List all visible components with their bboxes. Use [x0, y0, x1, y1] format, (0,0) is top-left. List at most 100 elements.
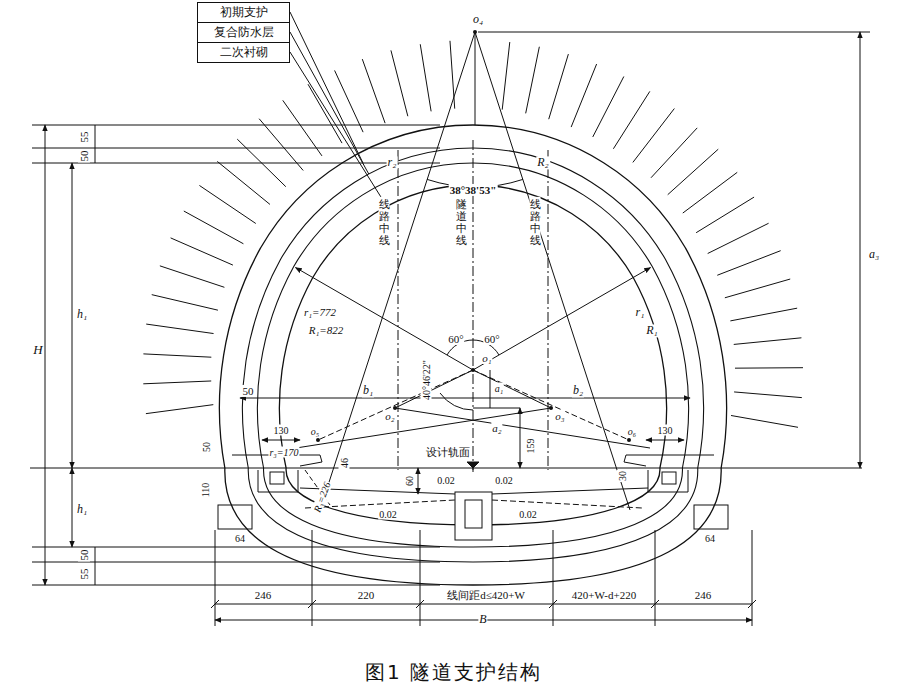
angle-arc — [440, 393, 473, 410]
dimension-label: r₂ — [387, 156, 398, 169]
leader-line — [290, 12, 363, 163]
construction-line — [318, 370, 473, 440]
layer-name: 复合防水层 — [214, 24, 274, 41]
rock-bolt — [308, 84, 342, 143]
dimension-label: B — [478, 613, 487, 626]
rock-bolt — [549, 54, 569, 119]
radius-line — [320, 32, 475, 510]
rock-bolt — [683, 172, 737, 213]
dimension-label: R₁ — [645, 324, 659, 337]
dimension-line — [95, 125, 96, 163]
center-point — [471, 368, 475, 372]
centerline-label: 线路中线 — [530, 197, 541, 247]
footing — [694, 505, 728, 529]
center-point — [316, 438, 320, 442]
construction-line — [473, 408, 520, 409]
rock-bolt — [730, 308, 797, 321]
extension-line — [32, 562, 440, 563]
layer-name: 二次衬砌 — [220, 44, 268, 61]
rock-bolt — [146, 405, 213, 414]
dimension-label: a₁ — [494, 383, 504, 394]
construction-line — [395, 408, 650, 448]
dimension-label: 55 — [78, 131, 90, 144]
waterproof-layer-outline — [242, 148, 703, 562]
dimension-line — [72, 468, 73, 547]
dimension-line — [490, 370, 491, 408]
construction-line — [296, 408, 551, 448]
rock-bolt — [735, 367, 803, 368]
dimension-label: 60 — [404, 475, 415, 487]
dimension-label: 420+W-d+220 — [571, 589, 637, 601]
centerline-label: 线路中线 — [379, 197, 390, 247]
cable-trough — [258, 470, 298, 492]
rail-level-line — [30, 468, 862, 469]
rock-bolt — [633, 109, 674, 163]
dimension-line — [215, 604, 752, 605]
dimension-line — [95, 547, 96, 585]
dimension-label: 40°46'22" — [421, 359, 432, 401]
layer-name-box: 初期支护 — [197, 2, 290, 23]
dimension-label: 159 — [525, 438, 536, 455]
rock-bolt — [362, 59, 385, 123]
construction-line — [473, 370, 629, 440]
center-point — [627, 438, 631, 442]
rock-bolt — [731, 415, 798, 427]
dimension-label: 246 — [694, 589, 713, 601]
walkway — [624, 455, 714, 466]
rock-bolt — [593, 76, 624, 136]
rock-bolt — [335, 70, 364, 132]
dimension-tick — [308, 600, 316, 608]
footing — [218, 505, 252, 529]
leader-line — [290, 52, 381, 198]
rock-bolt — [668, 149, 719, 195]
cable-trough — [662, 472, 676, 484]
dimension-label: 220 — [357, 589, 376, 601]
dimension-label: b₁ — [362, 384, 374, 397]
extension-line — [32, 125, 440, 126]
rock-bolt — [734, 338, 802, 345]
dimension-label: 50 — [201, 441, 212, 453]
rock-bolt — [184, 211, 244, 244]
dimension-label: 线间距d≤420+W — [446, 589, 526, 601]
rock-bolt — [143, 354, 211, 357]
extension-line — [215, 530, 216, 626]
rock-bolt — [526, 47, 540, 114]
dimension-label: 30 — [617, 470, 628, 482]
dimension-label: R₃=226 — [311, 479, 333, 514]
dimension-line — [418, 468, 419, 494]
radius-line — [475, 32, 630, 510]
layer-name-box: 二次衬砌 — [197, 42, 290, 63]
dimension-label: b₂ — [572, 384, 584, 397]
rock-bolt — [420, 44, 431, 111]
extension-line — [312, 530, 313, 626]
dimension-label: 50 — [78, 549, 90, 562]
rock-bolt — [613, 91, 649, 148]
layer-name: 初期支护 — [220, 4, 268, 21]
track-centerline — [398, 150, 399, 470]
dimension-label: 110 — [200, 482, 211, 499]
extension-line — [32, 585, 440, 586]
center-point — [473, 30, 477, 34]
extension-line — [752, 530, 753, 626]
cable-trough — [270, 472, 284, 484]
rock-bolt — [199, 185, 255, 223]
extension-line — [32, 547, 440, 548]
rock-bolt — [717, 251, 780, 276]
dimension-label: h₁ — [76, 308, 88, 321]
extension-line — [32, 148, 440, 149]
dimension-label: 130 — [657, 425, 674, 436]
dimension-label: o₃ — [554, 410, 565, 422]
dimension-line — [45, 125, 46, 585]
cable-trough — [648, 470, 688, 492]
dimension-label: 0.02 — [378, 509, 398, 520]
dimension-label: o₄ — [472, 13, 484, 26]
centerline-label: 隧道中线 — [456, 197, 467, 247]
dimension-label: o₆ — [627, 426, 637, 437]
radius-arrow — [473, 268, 651, 371]
leader-line — [290, 32, 369, 174]
dimension-label: r₃=170 — [268, 447, 299, 458]
rock-bolt — [171, 238, 233, 265]
dimension-line — [240, 398, 690, 399]
layer-name-box: 复合防水层 — [197, 22, 290, 43]
extension-line — [553, 530, 554, 626]
